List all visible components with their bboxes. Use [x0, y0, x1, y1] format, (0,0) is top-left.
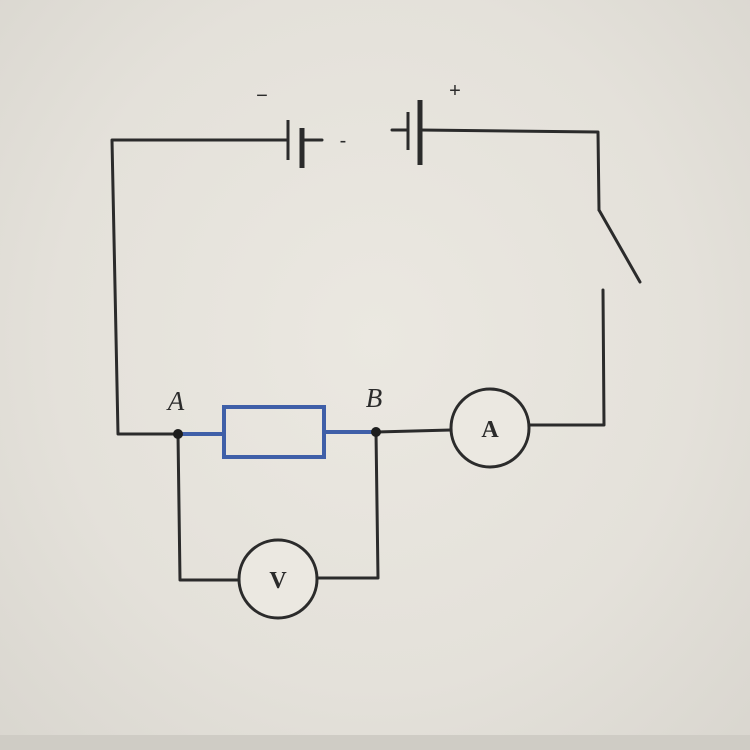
- battery-positive-sign: +: [449, 80, 461, 102]
- node-a: [173, 429, 183, 439]
- wire-b-to-ammeter: [374, 428, 453, 434]
- ammeter: [449, 387, 531, 469]
- wire-voltmeter-left: [176, 432, 241, 582]
- voltmeter: [237, 538, 319, 620]
- point-a-label: A: [166, 386, 185, 416]
- voltmeter-label: V: [269, 568, 287, 594]
- point-b-label: B: [366, 383, 383, 413]
- wire-voltmeter-right: [315, 430, 380, 580]
- wire-right: [526, 288, 606, 427]
- battery-gap-dash: -: [340, 130, 347, 152]
- battery-negative-sign: −: [256, 85, 268, 107]
- node-b: [371, 427, 381, 437]
- ammeter-label: A: [481, 417, 499, 443]
- page-edge-shadow: [0, 735, 750, 750]
- resistor: [222, 405, 326, 459]
- switch-lever: [597, 208, 642, 284]
- wire-top-right: [418, 128, 601, 212]
- wire-left: [110, 138, 290, 436]
